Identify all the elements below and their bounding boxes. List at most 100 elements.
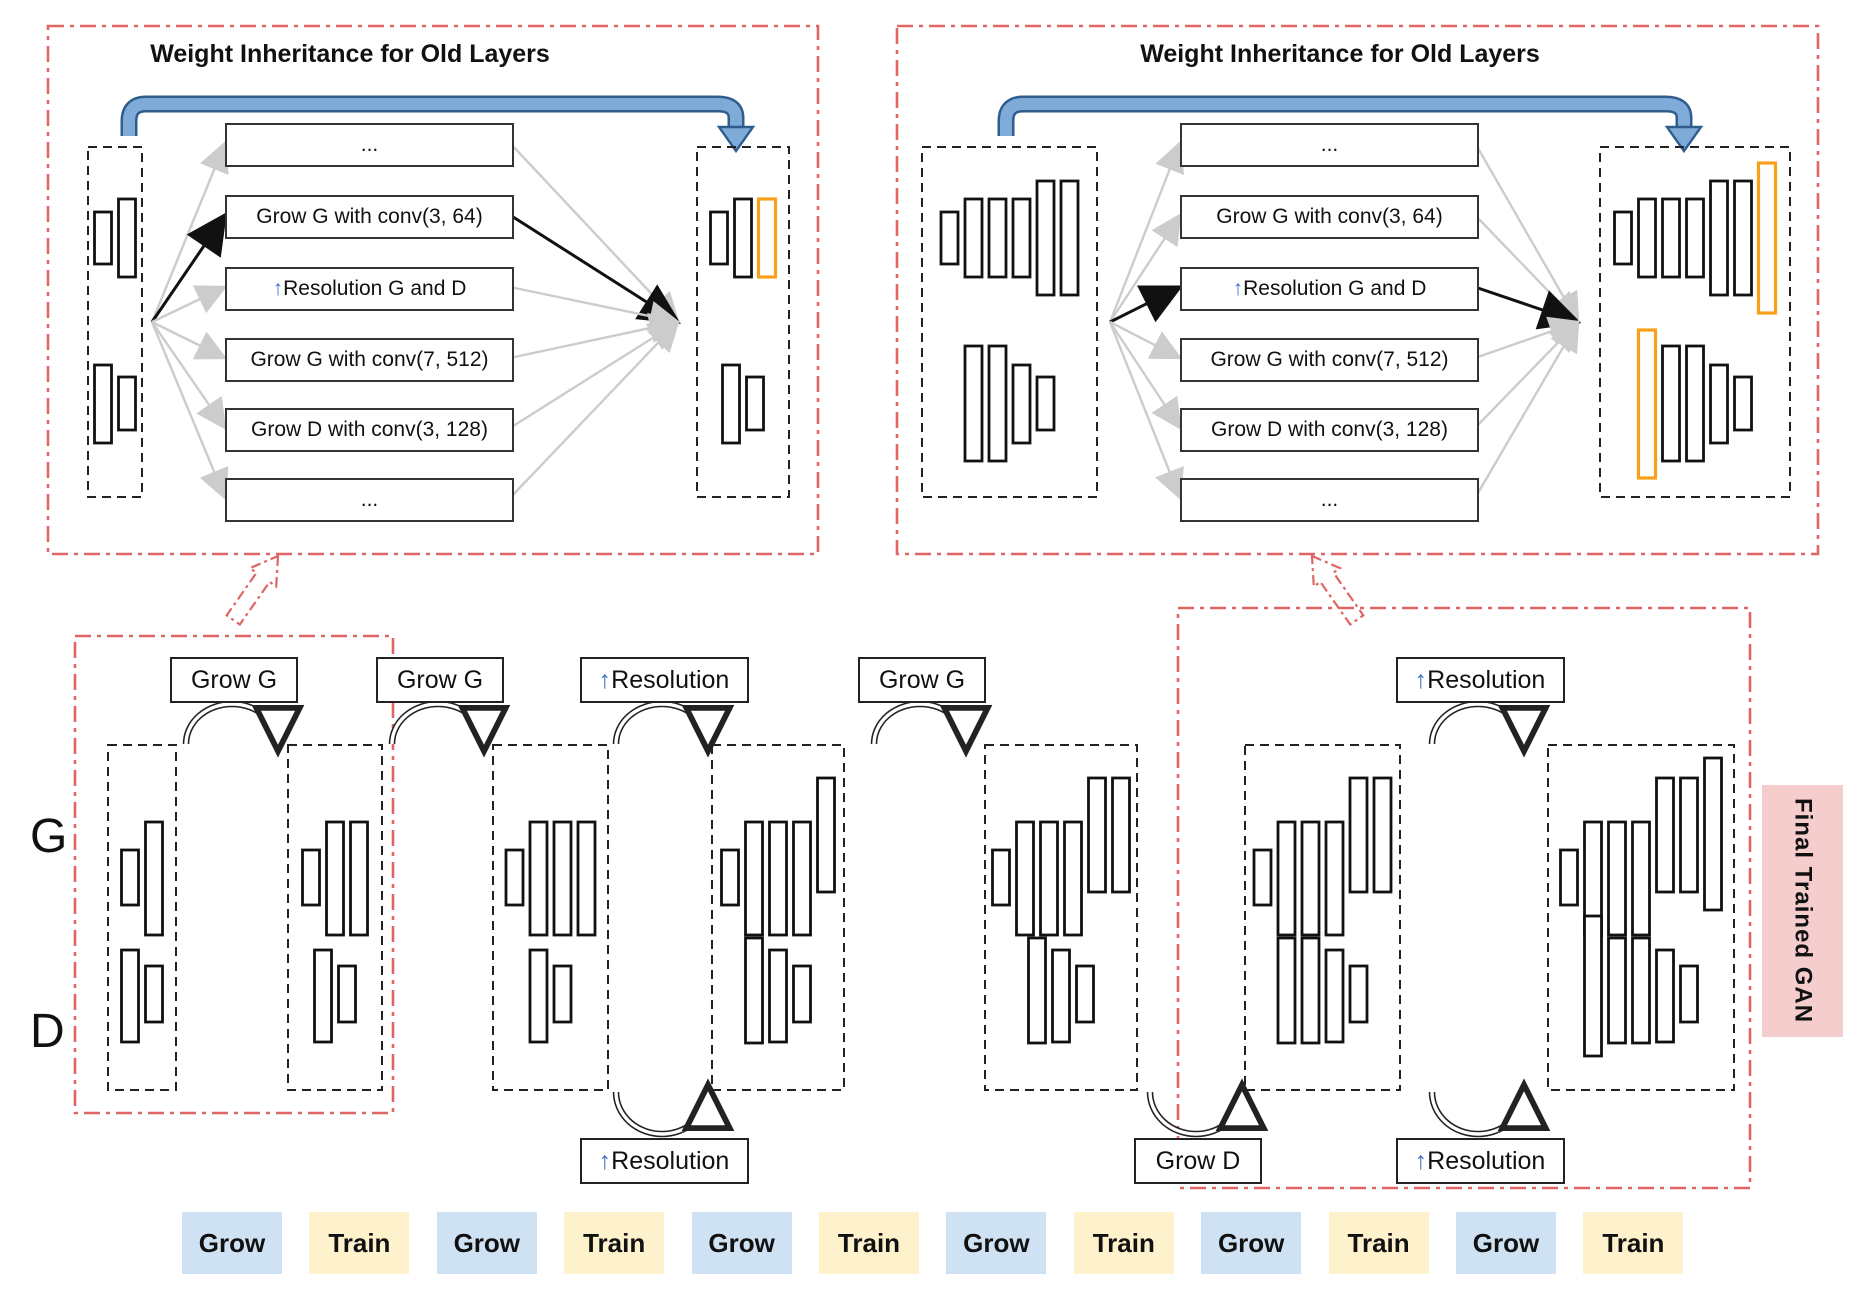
state5-g-layer-bar [1372, 776, 1393, 894]
top-transition-arc-3 [872, 702, 993, 758]
state3-d-layer-bar [768, 948, 788, 1044]
action-out-arrow [509, 320, 681, 430]
action-in-arrow [1108, 140, 1185, 323]
state2-g-layer-bar [504, 848, 525, 907]
state6-g-layer-bar [1703, 756, 1723, 912]
inheritance-panel-border-0 [46, 24, 820, 556]
panel1-before-d-layer-bar [987, 344, 1008, 463]
state5-d-layer-bar [1324, 948, 1345, 1044]
zoom-connector-arrow-icon-1 [1310, 554, 1365, 627]
state1-d-layer-bar [337, 964, 357, 1024]
panel0-after-g-layer-bar-new [756, 197, 778, 279]
state2-g-layer-bar [528, 820, 549, 937]
state3-g-layer-bar [792, 820, 812, 937]
state6-g-layer-bar [1607, 820, 1627, 937]
panel1-before-g-layer-bar [987, 197, 1008, 279]
state1-g-layer-bar [325, 820, 345, 937]
state5-d-layer-bar [1348, 964, 1369, 1024]
state6-box [1547, 744, 1735, 1091]
top-transition-arc-2 [614, 702, 735, 758]
panel0-before-g-layer-bar [117, 197, 137, 279]
state4-box [984, 744, 1138, 1091]
state4-g-layer-bar [1063, 820, 1083, 937]
panel1-before-g-layer-bar [963, 197, 984, 279]
bottom-transition-arc-2 [1430, 1078, 1551, 1136]
zoom-connector-arrow-icon-0 [225, 554, 280, 627]
panel1-after-d-layer-bar [1709, 363, 1729, 445]
state5-d-layer-bar [1300, 936, 1321, 1045]
top-transition-arc-0-outline [182, 700, 282, 745]
state1-d-layer-bar [313, 948, 333, 1044]
state3-g-layer-bar [768, 820, 788, 937]
state6-g-layer-bar [1655, 776, 1675, 894]
magnified-step-border-0 [73, 634, 395, 1115]
selected-action-out-arrow [1474, 285, 1582, 330]
action-in-arrow [151, 321, 227, 431]
panel1-after-g-layer-bar [1709, 179, 1729, 297]
state1-g-layer-bar [301, 848, 321, 907]
top-transition-arc-1 [390, 702, 511, 758]
panel1-before-g-layer-bar [939, 210, 960, 266]
state5-g-layer-bar [1348, 776, 1369, 894]
panel1-after-d-layer-bar [1685, 344, 1705, 463]
state3-d-layer-bar [792, 964, 812, 1024]
state2-g-layer-bar [576, 820, 597, 937]
panel0-before-d-layer-bar [93, 363, 113, 445]
state6-d-layer-bar [1607, 936, 1627, 1045]
state0-box [107, 744, 177, 1091]
panel1-after-g-layer-bar [1733, 179, 1753, 297]
state6-g-layer-bar [1679, 776, 1699, 894]
panel1-before-d-layer-bar [963, 344, 984, 463]
panel1-after-g-layer-bar [1661, 197, 1681, 279]
weight-inheritance-arrowhead-icon-0 [716, 125, 756, 154]
panel1-after-d-layer-bar-new [1636, 328, 1658, 480]
panel1-after-d-layer-bar [1733, 375, 1753, 432]
panel1-after-g-layer-bar-new [1756, 161, 1778, 315]
panel1-after-d-layer-bar [1661, 344, 1681, 463]
state4-d-layer-bar [1051, 948, 1071, 1044]
state2-g-layer-bar [552, 820, 573, 937]
action-out-arrow [509, 312, 681, 360]
state5-g-layer-bar [1276, 820, 1297, 937]
state3-g-layer-bar [744, 820, 764, 937]
state3-g-layer-bar [720, 848, 740, 907]
state2-d-layer-bar [528, 948, 549, 1044]
top-transition-arc-0 [184, 702, 305, 758]
panel1-before-d-layer-bar [1011, 363, 1032, 445]
state4-g-layer-bar [1015, 820, 1035, 937]
selected-action-in-arrow [150, 212, 227, 323]
state4-g-layer-bar [991, 848, 1011, 907]
state6-d-layer-bar [1655, 948, 1675, 1044]
action-in-arrow [1108, 321, 1184, 501]
state2-box [492, 744, 609, 1091]
bottom-transition-arc-1 [1148, 1078, 1269, 1136]
state5-g-layer-bar [1252, 848, 1273, 907]
state4-g-layer-bar [1039, 820, 1059, 937]
panel1-after-g-layer-bar [1613, 210, 1633, 266]
state0-g-layer-bar [120, 848, 140, 907]
panel1-before-g-layer-bar [1011, 197, 1032, 279]
top-transition-arc-4 [1430, 702, 1551, 758]
action-in-arrow [1109, 320, 1183, 360]
state5-g-layer-bar [1300, 820, 1321, 937]
state6-g-layer-bar [1559, 848, 1579, 907]
state3-g-layer-bar [816, 776, 836, 894]
state5-d-layer-bar [1276, 936, 1297, 1045]
bottom-transition-arc-1-outline [1146, 1091, 1246, 1138]
panel0-after-d-layer-bar [721, 363, 741, 445]
panel1-after-g-layer-bar [1685, 197, 1705, 279]
state3-d-layer-bar [744, 936, 764, 1045]
action-in-arrow [151, 320, 228, 360]
top-transition-arc-4-outline [1428, 700, 1528, 745]
state0-d-layer-bar [144, 964, 164, 1024]
state0-g-layer-bar [144, 820, 164, 937]
bottom-transition-arc-0-outline [612, 1091, 712, 1138]
state4-d-layer-bar [1027, 936, 1047, 1045]
weight-inheritance-arrow-band-0 [123, 98, 742, 136]
panel0-after-g-layer-bar [709, 210, 729, 266]
state2-d-layer-bar [552, 964, 573, 1024]
state5-g-layer-bar [1324, 820, 1345, 937]
weight-inheritance-arrow-band-1 [1000, 98, 1690, 136]
state3-box [711, 744, 845, 1091]
